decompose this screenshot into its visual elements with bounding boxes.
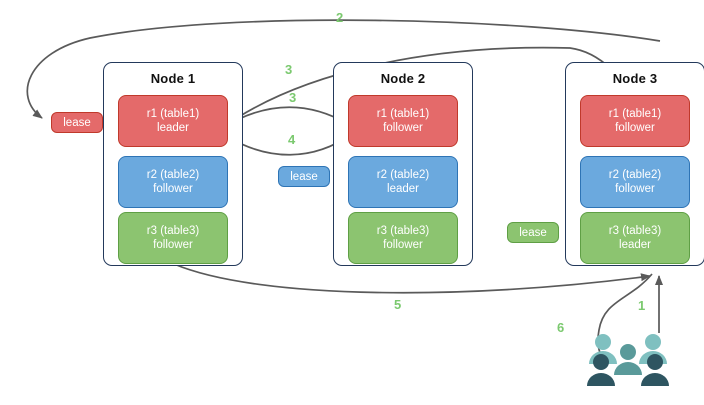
- replica-role: leader: [619, 239, 651, 251]
- node-title: Node 1: [150, 71, 196, 86]
- replica-role: leader: [387, 183, 419, 195]
- node-title: Node 2: [380, 71, 426, 86]
- lease-badge-r3[interactable]: lease: [507, 222, 559, 243]
- replica-role: follower: [383, 239, 423, 251]
- replica-role: follower: [383, 122, 423, 134]
- node-container-3: Node 3 r1 (table1) follower r2 (table2) …: [565, 62, 704, 266]
- step-label-1: 1: [638, 298, 646, 313]
- replica-role: follower: [153, 239, 193, 251]
- step-label-4: 4: [288, 132, 296, 147]
- lease-badge-r2[interactable]: lease: [278, 166, 330, 187]
- replica-name: r3 (table3): [146, 225, 200, 237]
- replica-role: follower: [615, 183, 655, 195]
- replica-name: r2 (table2): [376, 169, 430, 181]
- replica-r1[interactable]: r1 (table1) follower: [580, 95, 690, 147]
- step-label-3b: 3: [289, 90, 297, 105]
- replica-name: r2 (table2): [146, 169, 200, 181]
- replica-name: r3 (table3): [608, 225, 662, 237]
- replica-r2[interactable]: r2 (table2) follower: [118, 156, 228, 208]
- node-container-2: Node 2 r1 (table1) follower r2 (table2) …: [333, 62, 473, 266]
- arrow-step-5: [173, 263, 651, 294]
- replica-role: leader: [157, 122, 189, 134]
- users-icon: [587, 334, 669, 386]
- replica-r2[interactable]: r2 (table2) follower: [580, 156, 690, 208]
- replica-r1[interactable]: r1 (table1) follower: [348, 95, 458, 147]
- step-label-5: 5: [394, 297, 402, 312]
- replica-name: r1 (table1): [146, 108, 200, 120]
- lease-badge-r1[interactable]: lease: [51, 112, 103, 133]
- replica-name: r1 (table1): [376, 108, 430, 120]
- step-label-6: 6: [557, 320, 565, 335]
- replica-name: r1 (table1): [608, 108, 662, 120]
- replica-r3[interactable]: r3 (table3) follower: [348, 212, 458, 264]
- replica-r1[interactable]: r1 (table1) leader: [118, 95, 228, 147]
- node-title: Node 3: [612, 71, 658, 86]
- replica-role: follower: [615, 122, 655, 134]
- replica-name: r2 (table2): [608, 169, 662, 181]
- replica-r3[interactable]: r3 (table3) follower: [118, 212, 228, 264]
- replica-name: r3 (table3): [376, 225, 430, 237]
- replica-role: follower: [153, 183, 193, 195]
- step-label-2: 2: [336, 10, 344, 25]
- step-label-3a: 3: [285, 62, 293, 77]
- arrow-step-2: [26, 19, 661, 119]
- node-container-1: Node 1 r1 (table1) leader r2 (table2) fo…: [103, 62, 243, 266]
- replica-r2[interactable]: r2 (table2) leader: [348, 156, 458, 208]
- replica-r3[interactable]: r3 (table3) leader: [580, 212, 690, 264]
